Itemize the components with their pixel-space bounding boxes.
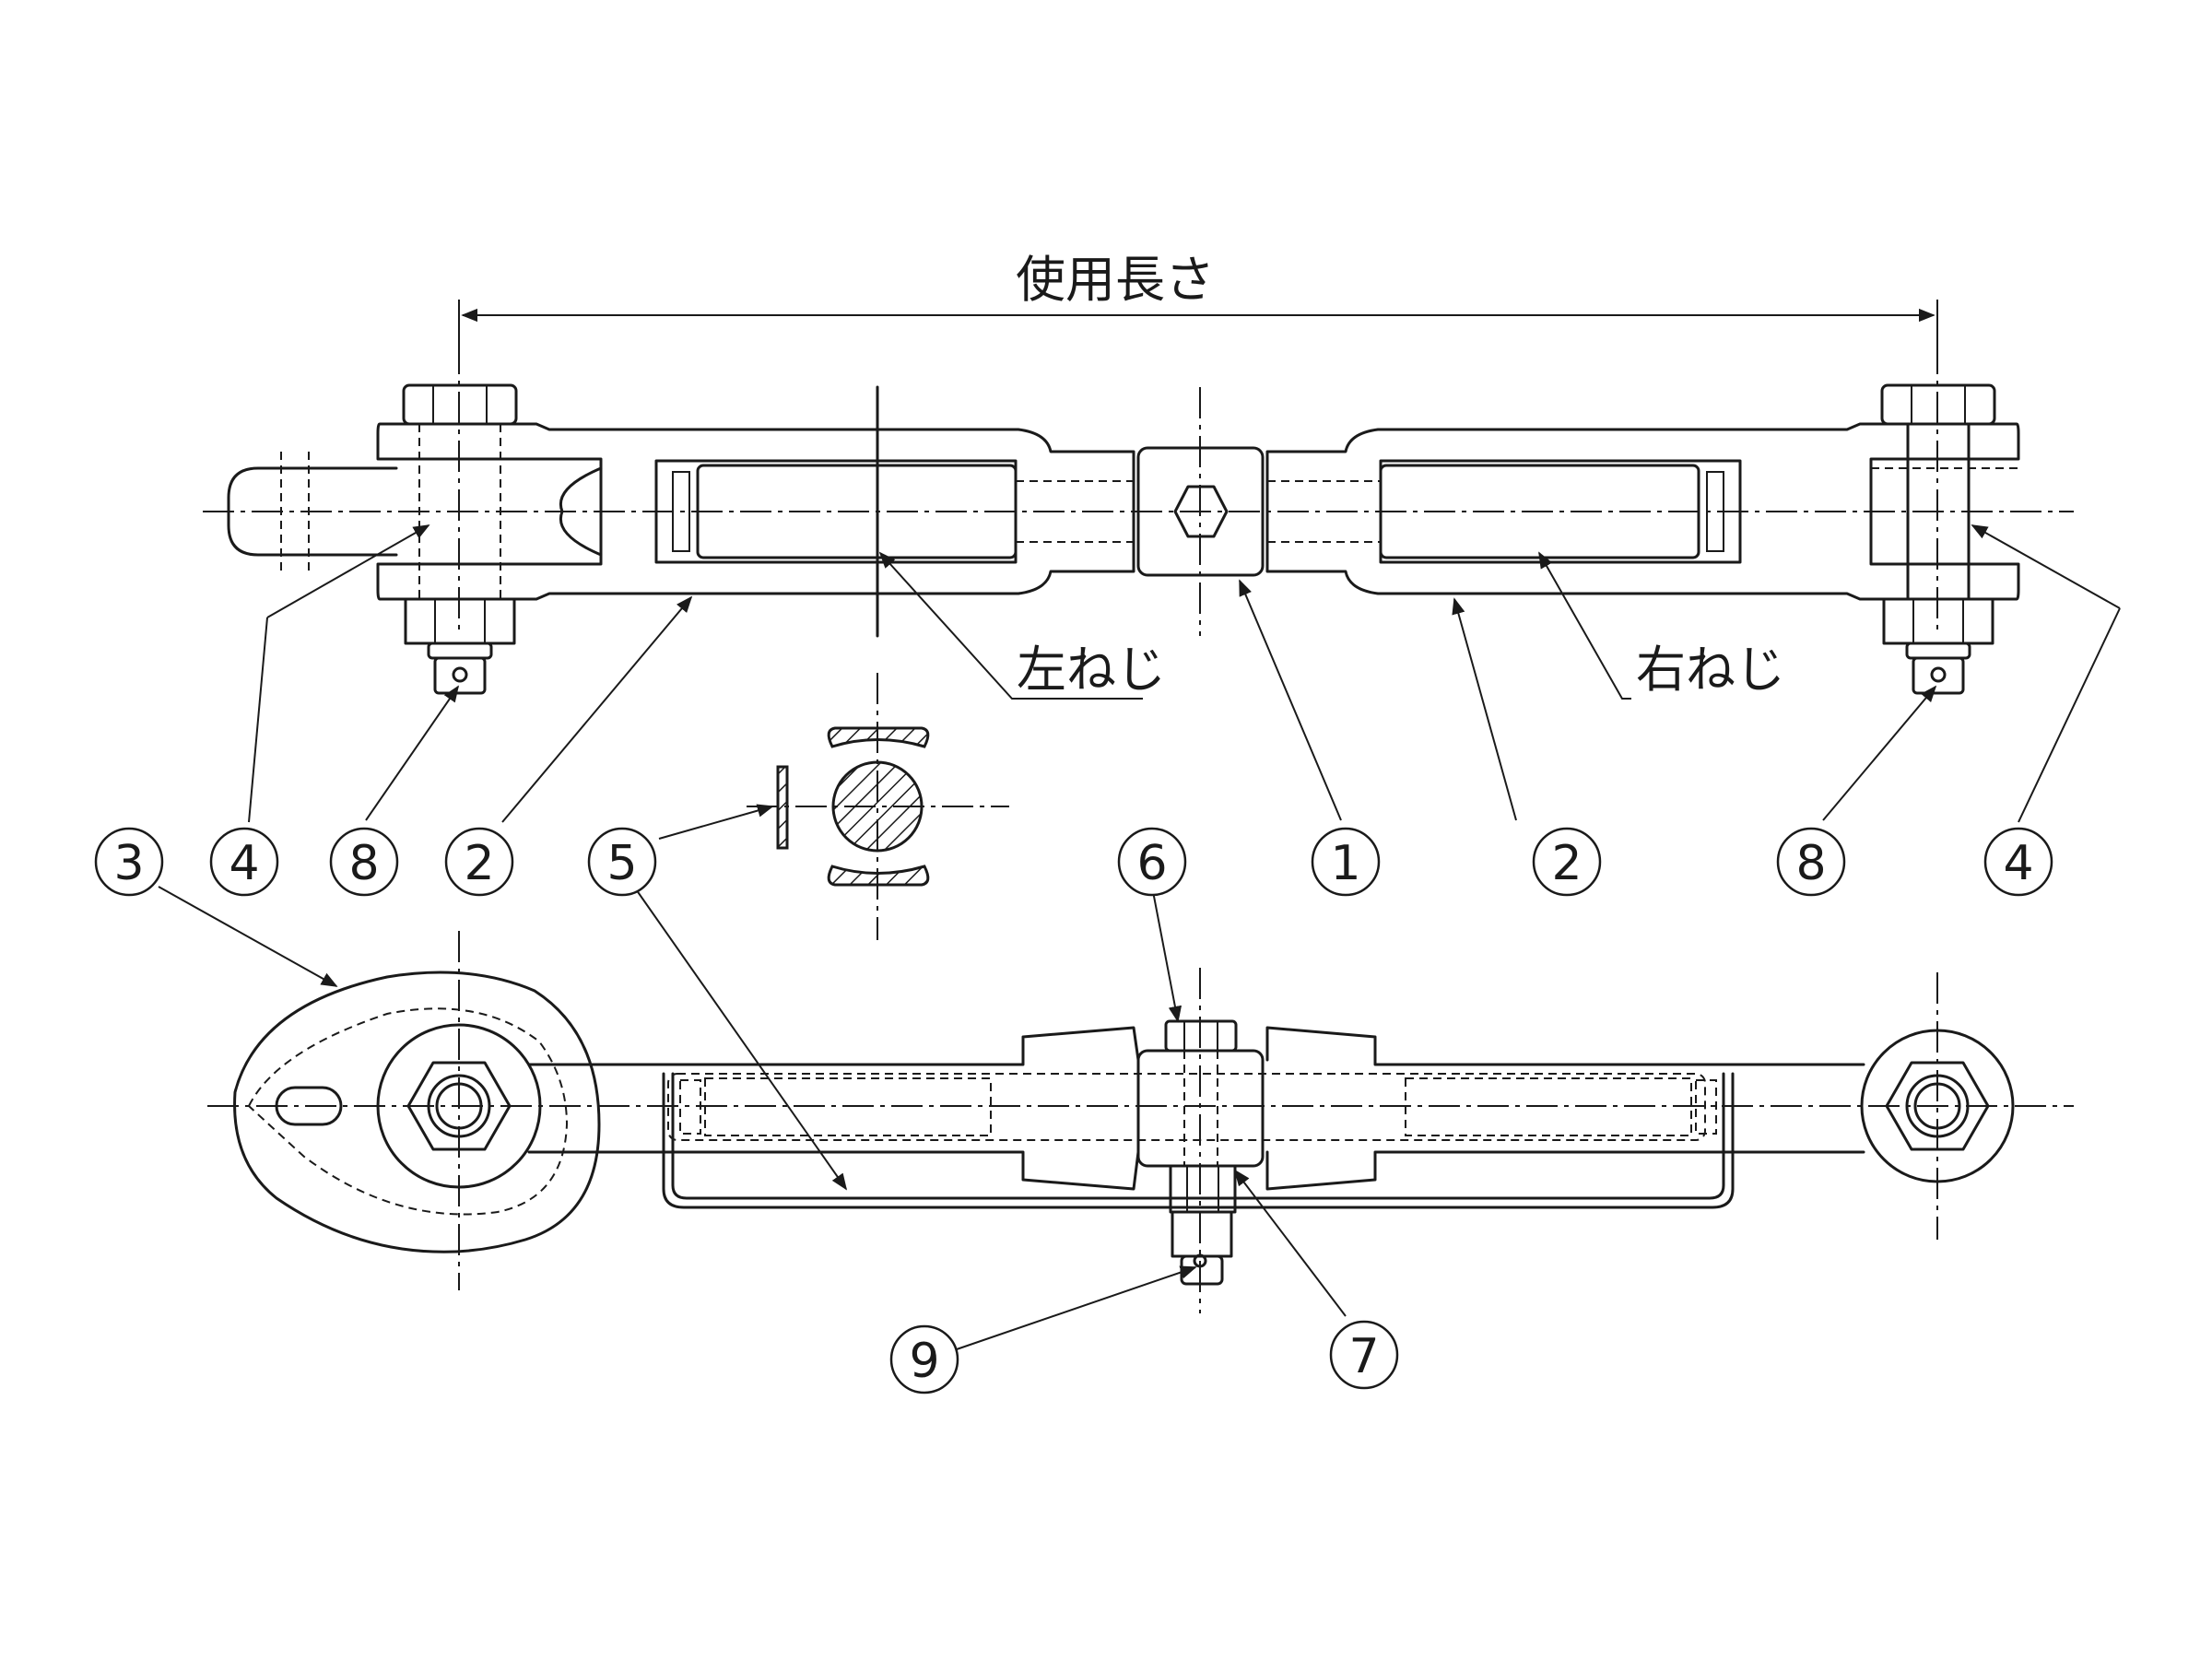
callout-4-right: 4: [1983, 827, 2053, 897]
callout-6: 6: [1117, 827, 1187, 897]
left-bolt: [402, 383, 518, 695]
callout-5-text: 5: [606, 836, 637, 891]
callout-2-right-text: 2: [1551, 836, 1582, 891]
left-thread-label: 左ねじ: [1017, 641, 1166, 699]
callout-4-left: 4: [209, 827, 279, 897]
callout-8-right-text: 8: [1795, 836, 1826, 891]
length-dimension: 使用長さ: [458, 251, 1938, 343]
callout-7: 7: [1329, 1320, 1399, 1390]
callout-9: 9: [889, 1324, 959, 1394]
callout-9-text: 9: [909, 1334, 939, 1389]
callout-2-left: 2: [444, 827, 514, 897]
callout-4-right-text: 4: [2003, 836, 2033, 891]
callout-8-right: 8: [1776, 827, 1846, 897]
center-block: [1136, 387, 1265, 636]
callout-8-left-text: 8: [348, 836, 379, 891]
callout-2-left-text: 2: [464, 836, 494, 891]
callout-8-left: 8: [329, 827, 399, 897]
callout-7-text: 7: [1348, 1329, 1379, 1384]
callout-3-text: 3: [113, 836, 144, 891]
length-label: 使用長さ: [1016, 251, 1215, 309]
callout-1-text: 1: [1330, 836, 1360, 891]
right-bolt: [1880, 383, 1996, 695]
bottom-view: [207, 931, 2074, 1313]
section-view: [747, 673, 1009, 940]
callout-2-right: 2: [1532, 827, 1602, 897]
callout-3: 3: [94, 827, 164, 897]
right-thread-label: 右ねじ: [1636, 641, 1785, 699]
callout-5: 5: [587, 827, 657, 897]
callout-4-left-text: 4: [229, 836, 259, 891]
leader-lines: [158, 524, 2121, 1351]
top-view: [203, 343, 2074, 695]
callout-6-text: 6: [1136, 836, 1167, 891]
callout-1: 1: [1311, 827, 1381, 897]
